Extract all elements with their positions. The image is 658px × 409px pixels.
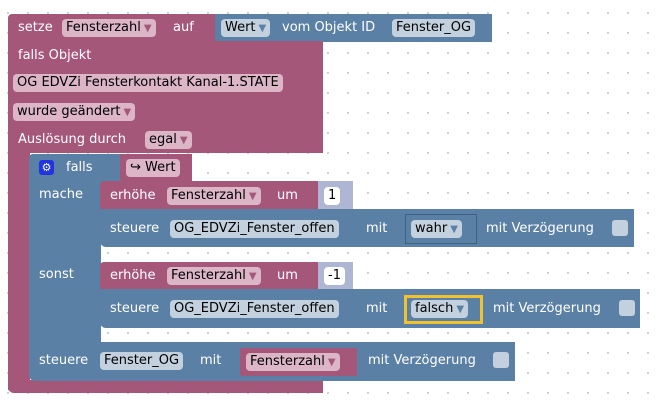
delay-checkbox[interactable] <box>619 300 635 316</box>
then-label: mache <box>39 187 84 202</box>
variable-dropdown[interactable]: Fensterzahl▼ <box>246 353 340 371</box>
on-change-bottom <box>8 380 323 393</box>
dropdown-arrow-icon: ▼ <box>248 191 257 202</box>
variable-dropdown[interactable]: Fensterzahl▼ <box>62 19 156 37</box>
variable-dropdown[interactable]: Fensterzahl▼ <box>167 187 261 205</box>
variable-name: Fensterzahl <box>171 268 246 283</box>
dropdown-arrow-icon: ▼ <box>258 23 267 34</box>
value-text: wahr <box>415 221 448 236</box>
dropdown-arrow-icon: ▼ <box>143 23 152 34</box>
on-change-arm <box>8 150 30 390</box>
dropdown-arrow-icon: ▼ <box>456 304 465 315</box>
value-field-dropdown[interactable]: Wert▼ <box>221 19 271 37</box>
control-label: steuere <box>110 301 160 316</box>
with-label: mit <box>366 221 388 236</box>
trigger-dropdown[interactable]: egal▼ <box>145 131 192 149</box>
gear-icon[interactable]: ⚙ <box>39 160 54 175</box>
control-label: steuere <box>39 353 89 368</box>
value-field-name: Wert <box>225 20 256 35</box>
object-field[interactable]: OG EDVZi Fensterkontakt Kanal-1.STATE <box>13 74 283 92</box>
by-label: um <box>277 268 298 283</box>
with-label: mit <box>200 353 222 368</box>
dropdown-arrow-icon: ▼ <box>123 107 132 118</box>
value-text: falsch <box>415 301 454 316</box>
from-object-label: vom Objekt ID <box>282 20 376 35</box>
delay-label: mit Verzögerung <box>486 221 594 236</box>
condition-value: wurde geändert <box>17 104 121 119</box>
to-label: auf <box>173 20 194 35</box>
value-dropdown[interactable]: wahr▼ <box>411 220 462 238</box>
target-field[interactable]: Fenster_OG <box>100 352 184 370</box>
delay-checkbox[interactable] <box>493 352 509 368</box>
trigger-value: egal <box>149 132 177 147</box>
amount-input[interactable]: -1 <box>324 267 345 285</box>
condition-dropdown[interactable]: wurde geändert▼ <box>13 103 136 121</box>
if-else-arm <box>29 180 101 345</box>
dropdown-arrow-icon: ▼ <box>179 135 188 146</box>
increment-label: erhöhe <box>110 268 156 283</box>
object-id-field[interactable]: Fenster_OG <box>392 19 476 37</box>
trigger-label: Auslösung durch <box>18 132 127 147</box>
else-label: sonst <box>39 267 74 282</box>
increment-label: erhöhe <box>110 188 156 203</box>
if-label: falls <box>66 160 93 175</box>
target-field[interactable]: OG_EDVZi_Fenster_offen <box>170 300 339 318</box>
variable-name: Fensterzahl <box>66 20 141 35</box>
dropdown-arrow-icon: ▼ <box>248 271 257 282</box>
control-label: steuere <box>110 221 160 236</box>
with-label: mit <box>366 301 388 316</box>
dropdown-arrow-icon: ▼ <box>327 357 336 368</box>
by-label: um <box>277 188 298 203</box>
delay-label: mit Verzögerung <box>493 301 601 316</box>
variable-name: Fensterzahl <box>250 354 325 369</box>
delay-checkbox[interactable] <box>612 220 628 236</box>
target-field[interactable]: OG_EDVZi_Fenster_offen <box>170 220 339 238</box>
if-object-label: falls Objekt <box>18 48 92 63</box>
set-label: setze <box>18 20 53 35</box>
variable-name: Fensterzahl <box>171 188 246 203</box>
value-dropdown[interactable]: falsch▼ <box>411 300 469 318</box>
variable-dropdown[interactable]: Fensterzahl▼ <box>167 267 261 285</box>
condition-value-dropdown[interactable]: ↪ Wert <box>126 159 180 177</box>
dropdown-arrow-icon: ▼ <box>450 224 458 235</box>
amount-input[interactable]: 1 <box>324 187 341 205</box>
delay-label: mit Verzögerung <box>368 353 476 368</box>
